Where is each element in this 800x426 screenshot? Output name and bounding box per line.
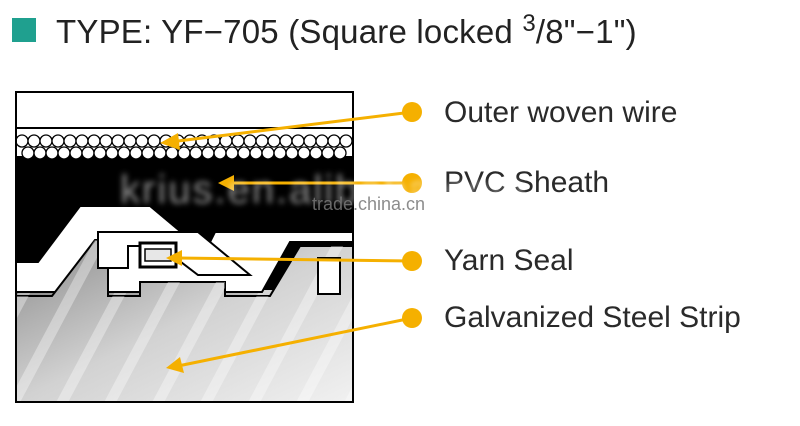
wire-strand	[129, 146, 143, 160]
wire-strand	[285, 146, 299, 160]
wire-strand	[81, 146, 95, 160]
diagram-frame	[15, 91, 354, 403]
title-prefix: TYPE: YF−705 (Square locked	[56, 12, 523, 50]
wire-strand	[201, 146, 215, 160]
wire-strand	[27, 134, 41, 148]
wire-strand	[21, 146, 35, 160]
arrow-outer-wire	[169, 110, 413, 144]
wire-strand	[63, 134, 77, 148]
wire-strand	[87, 134, 101, 148]
dot-yarn	[402, 251, 422, 271]
wire-strand	[279, 134, 293, 148]
wire-strand	[141, 146, 155, 160]
wire-strand	[321, 146, 335, 160]
wire-strand	[225, 146, 239, 160]
diagram-layers	[16, 92, 353, 402]
page-title: TYPE: YF−705 (Square locked 3/8"−1")	[56, 10, 637, 51]
wire-strand	[33, 146, 47, 160]
label-pvc-sheath: PVC Sheath	[444, 166, 610, 199]
watermark-text: trade.china.cn	[312, 194, 426, 214]
wire-strand	[111, 134, 125, 148]
wire-strand	[75, 134, 89, 148]
label-galvanized-steel-strip: Galvanized Steel Strip	[444, 301, 741, 334]
wire-strand	[267, 134, 281, 148]
wire-strand	[291, 134, 305, 148]
wire-strand	[99, 134, 113, 148]
arrow-steel	[177, 316, 413, 368]
wire-strand	[303, 134, 317, 148]
wire-strand	[213, 146, 227, 160]
wire-strand	[123, 134, 137, 148]
wire-strand	[315, 134, 329, 148]
wire-strand	[231, 134, 245, 148]
wire-strand	[249, 146, 263, 160]
wire-strand	[165, 146, 179, 160]
wire-strand	[105, 146, 119, 160]
watermark-blurred: krius.en.alibaba.com	[120, 168, 527, 212]
callout-arrows	[160, 102, 422, 373]
arrow-yarn	[177, 256, 413, 263]
wire-strand	[273, 146, 287, 160]
wire-strand	[327, 134, 341, 148]
title-suffix: /8"−1")	[535, 12, 637, 50]
title-bullet-square	[12, 18, 36, 42]
wire-strand	[309, 146, 323, 160]
wire-strand	[39, 134, 53, 148]
wire-strand	[135, 134, 149, 148]
title-row: TYPE: YF−705 (Square locked 3/8"−1")	[12, 4, 637, 56]
wire-strand	[255, 134, 269, 148]
wire-strand	[189, 146, 203, 160]
wire-strand	[261, 146, 275, 160]
title-superscript: 3	[522, 9, 536, 37]
wire-strand	[57, 146, 71, 160]
dot-pvc	[402, 173, 422, 193]
label-yarn-seal: Yarn Seal	[444, 244, 574, 277]
wire-strand	[243, 134, 257, 148]
wire-strand	[147, 134, 161, 148]
wire-strand	[333, 146, 347, 160]
wire-strand	[297, 146, 311, 160]
wire-strand	[117, 146, 131, 160]
wire-strand	[237, 146, 251, 160]
wire-strand	[339, 134, 353, 148]
wire-strand	[93, 146, 107, 160]
wire-strand	[153, 146, 167, 160]
outer-woven-wire-strands	[15, 134, 353, 160]
dot-outer-wire	[402, 102, 422, 122]
wire-strand	[15, 134, 29, 148]
wire-strand	[69, 146, 83, 160]
wire-strand	[45, 146, 59, 160]
wire-strand	[51, 134, 65, 148]
label-outer-woven-wire: Outer woven wire	[444, 96, 678, 129]
dot-steel	[402, 308, 422, 328]
